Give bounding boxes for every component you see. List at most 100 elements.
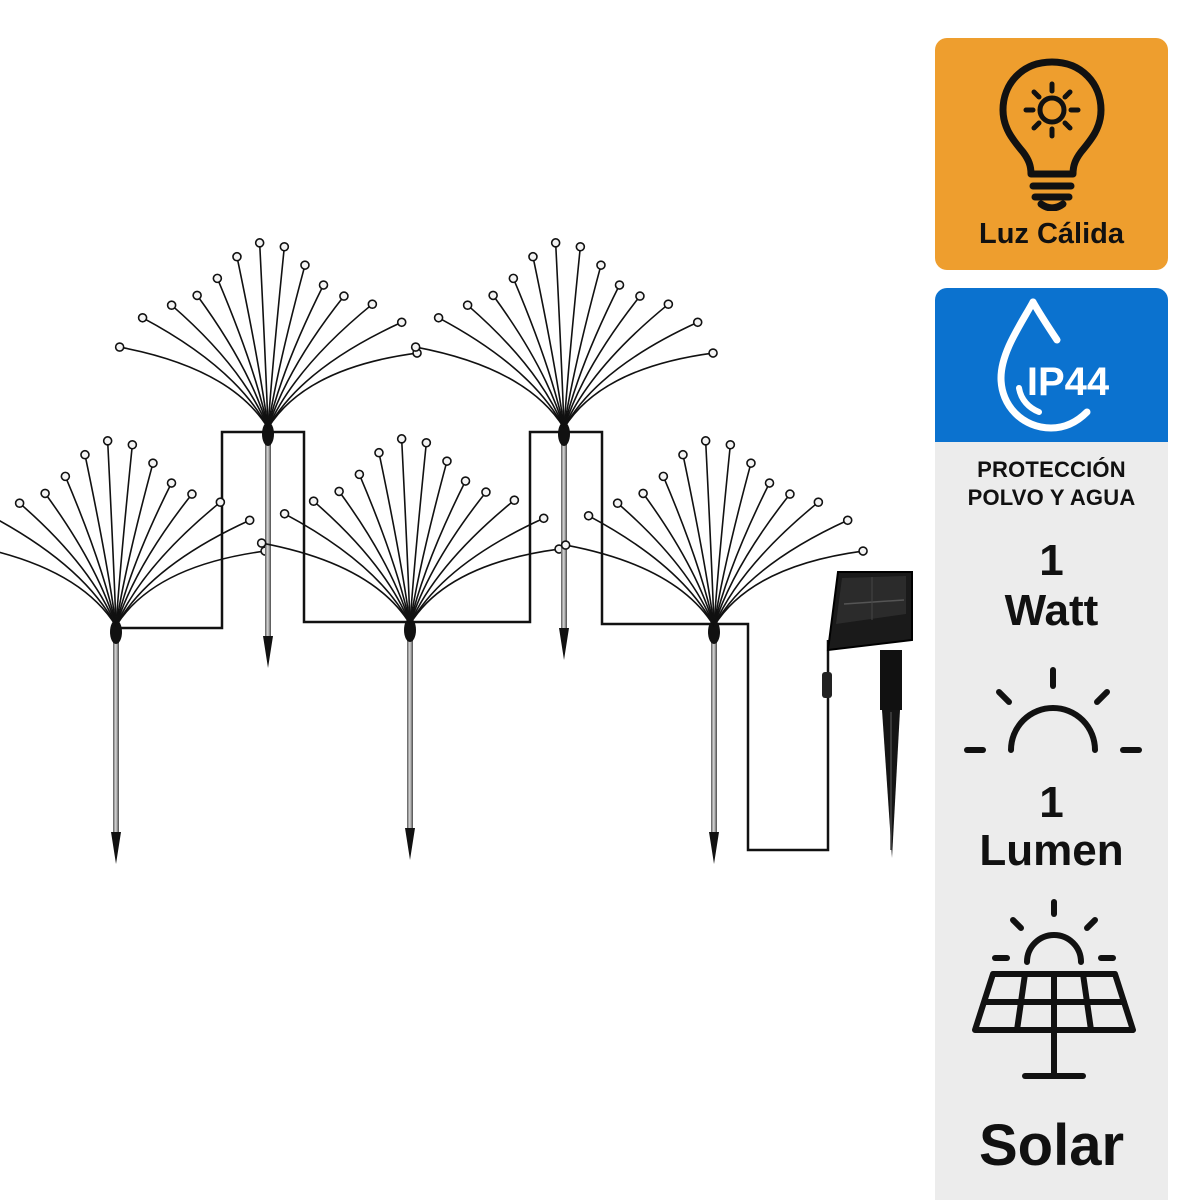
- fiber-wire: [358, 474, 411, 625]
- fiber-wire: [119, 346, 269, 429]
- fiber-wire: [142, 317, 269, 429]
- protection-line2: POLVO Y AGUA: [967, 485, 1136, 510]
- led-bulb: [708, 348, 718, 358]
- ip-rating-card: IP44: [935, 288, 1168, 442]
- water-drop-icon: [997, 298, 1091, 432]
- connecting-cable: [116, 430, 830, 852]
- fiber-wire: [662, 476, 715, 627]
- fiber-wire: [258, 242, 269, 429]
- fiber-wire: [415, 346, 565, 429]
- led-bulb: [488, 290, 498, 301]
- fiber-wire: [267, 264, 306, 429]
- fiber-wire: [115, 462, 154, 627]
- stake-hub: [708, 620, 720, 644]
- fiber-wire: [563, 264, 602, 429]
- led-bulb: [212, 273, 223, 284]
- fiber-wire: [409, 442, 428, 625]
- led-bulb: [166, 478, 177, 488]
- fiber-wire: [467, 304, 565, 429]
- fiber-wire: [115, 444, 134, 627]
- fiber-wire: [44, 492, 117, 627]
- fiber-wire: [512, 278, 565, 429]
- fiber-wire: [409, 460, 448, 625]
- stake-rod: [711, 640, 717, 834]
- lightbulb-sun-icon: [999, 58, 1105, 211]
- fiber-wire: [682, 454, 715, 627]
- led-bulb: [528, 251, 538, 262]
- fiber-wire: [171, 304, 269, 429]
- stake-spike: [709, 832, 719, 864]
- led-bulb: [232, 251, 242, 262]
- led-bulb: [635, 291, 645, 301]
- fiber-wire: [563, 303, 669, 429]
- led-bulb: [300, 260, 310, 270]
- led-bulb: [102, 436, 113, 446]
- led-bulb: [354, 469, 365, 480]
- led-bulb: [700, 436, 711, 446]
- led-bulb: [396, 317, 407, 328]
- led-bulb: [638, 488, 648, 499]
- led-bulb: [725, 439, 736, 450]
- led-bulb: [575, 241, 586, 252]
- led-bulb: [166, 300, 177, 310]
- led-bulb: [678, 449, 688, 460]
- stake-rod: [561, 442, 567, 630]
- fiber-wire: [284, 513, 411, 625]
- stake-rod: [407, 638, 413, 830]
- led-bulb: [396, 434, 407, 444]
- led-bulb: [148, 458, 158, 468]
- led-bulb: [254, 238, 265, 248]
- fiber-wire: [588, 515, 715, 627]
- led-bulb: [433, 312, 444, 323]
- stake-hub: [558, 422, 570, 446]
- fiber-wire: [532, 256, 565, 429]
- fiber-wire: [713, 444, 732, 627]
- protection-line1: PROTECCIÓN: [977, 457, 1126, 482]
- fiber-wire: [617, 502, 715, 627]
- fiber-wire: [84, 454, 117, 627]
- fiber-wire: [713, 550, 864, 627]
- fiber-wire: [378, 452, 411, 625]
- led-bulb: [80, 449, 90, 460]
- fiber-wire: [409, 480, 467, 625]
- fiber-wire: [216, 278, 269, 429]
- firework-stake-1: [0, 436, 270, 864]
- stake-rod: [113, 640, 119, 834]
- led-bulb: [442, 456, 452, 466]
- stake-spike: [111, 832, 121, 864]
- power-value: 1: [1039, 536, 1064, 585]
- fiber-wire: [338, 490, 411, 625]
- led-bulb: [256, 538, 267, 548]
- fiber-wire: [313, 500, 411, 625]
- fiber-wire: [267, 295, 345, 429]
- led-bulb: [663, 299, 674, 309]
- led-bulb: [560, 540, 571, 550]
- spec-panel: Luz Cálida IP44 PROTECCIÓN POLVO Y AGUA …: [935, 38, 1168, 1200]
- spec-list: PROTECCIÓN POLVO Y AGUA 1 Watt 1 Lumen: [935, 442, 1168, 1200]
- firework-stake-4: [410, 238, 718, 660]
- led-bulb: [481, 487, 491, 497]
- fiber-wire: [563, 246, 582, 429]
- sunrise-icon: [964, 667, 1142, 753]
- led-bulb: [764, 478, 775, 488]
- fiber-wire: [261, 542, 411, 625]
- firework-stake-3: [256, 434, 564, 860]
- product-photo: [0, 238, 913, 864]
- led-bulb: [192, 290, 202, 301]
- fiber-wire: [64, 476, 117, 627]
- fiber-wire: [409, 499, 515, 625]
- stake-hub: [262, 422, 274, 446]
- firework-stake-5: [560, 436, 868, 864]
- led-bulb: [279, 241, 290, 252]
- solar-panel-unit: [822, 571, 913, 858]
- fiber-wire: [236, 256, 269, 429]
- led-bulb: [658, 471, 669, 482]
- fiber-wire: [713, 482, 771, 627]
- led-bulb: [244, 515, 255, 526]
- fiber-wire: [267, 284, 325, 429]
- solar-firework-lights-illustration: [0, 238, 913, 864]
- led-bulb: [508, 273, 519, 284]
- fiber-wire: [438, 317, 565, 429]
- led-bulb: [746, 458, 756, 468]
- led-bulb: [308, 496, 319, 506]
